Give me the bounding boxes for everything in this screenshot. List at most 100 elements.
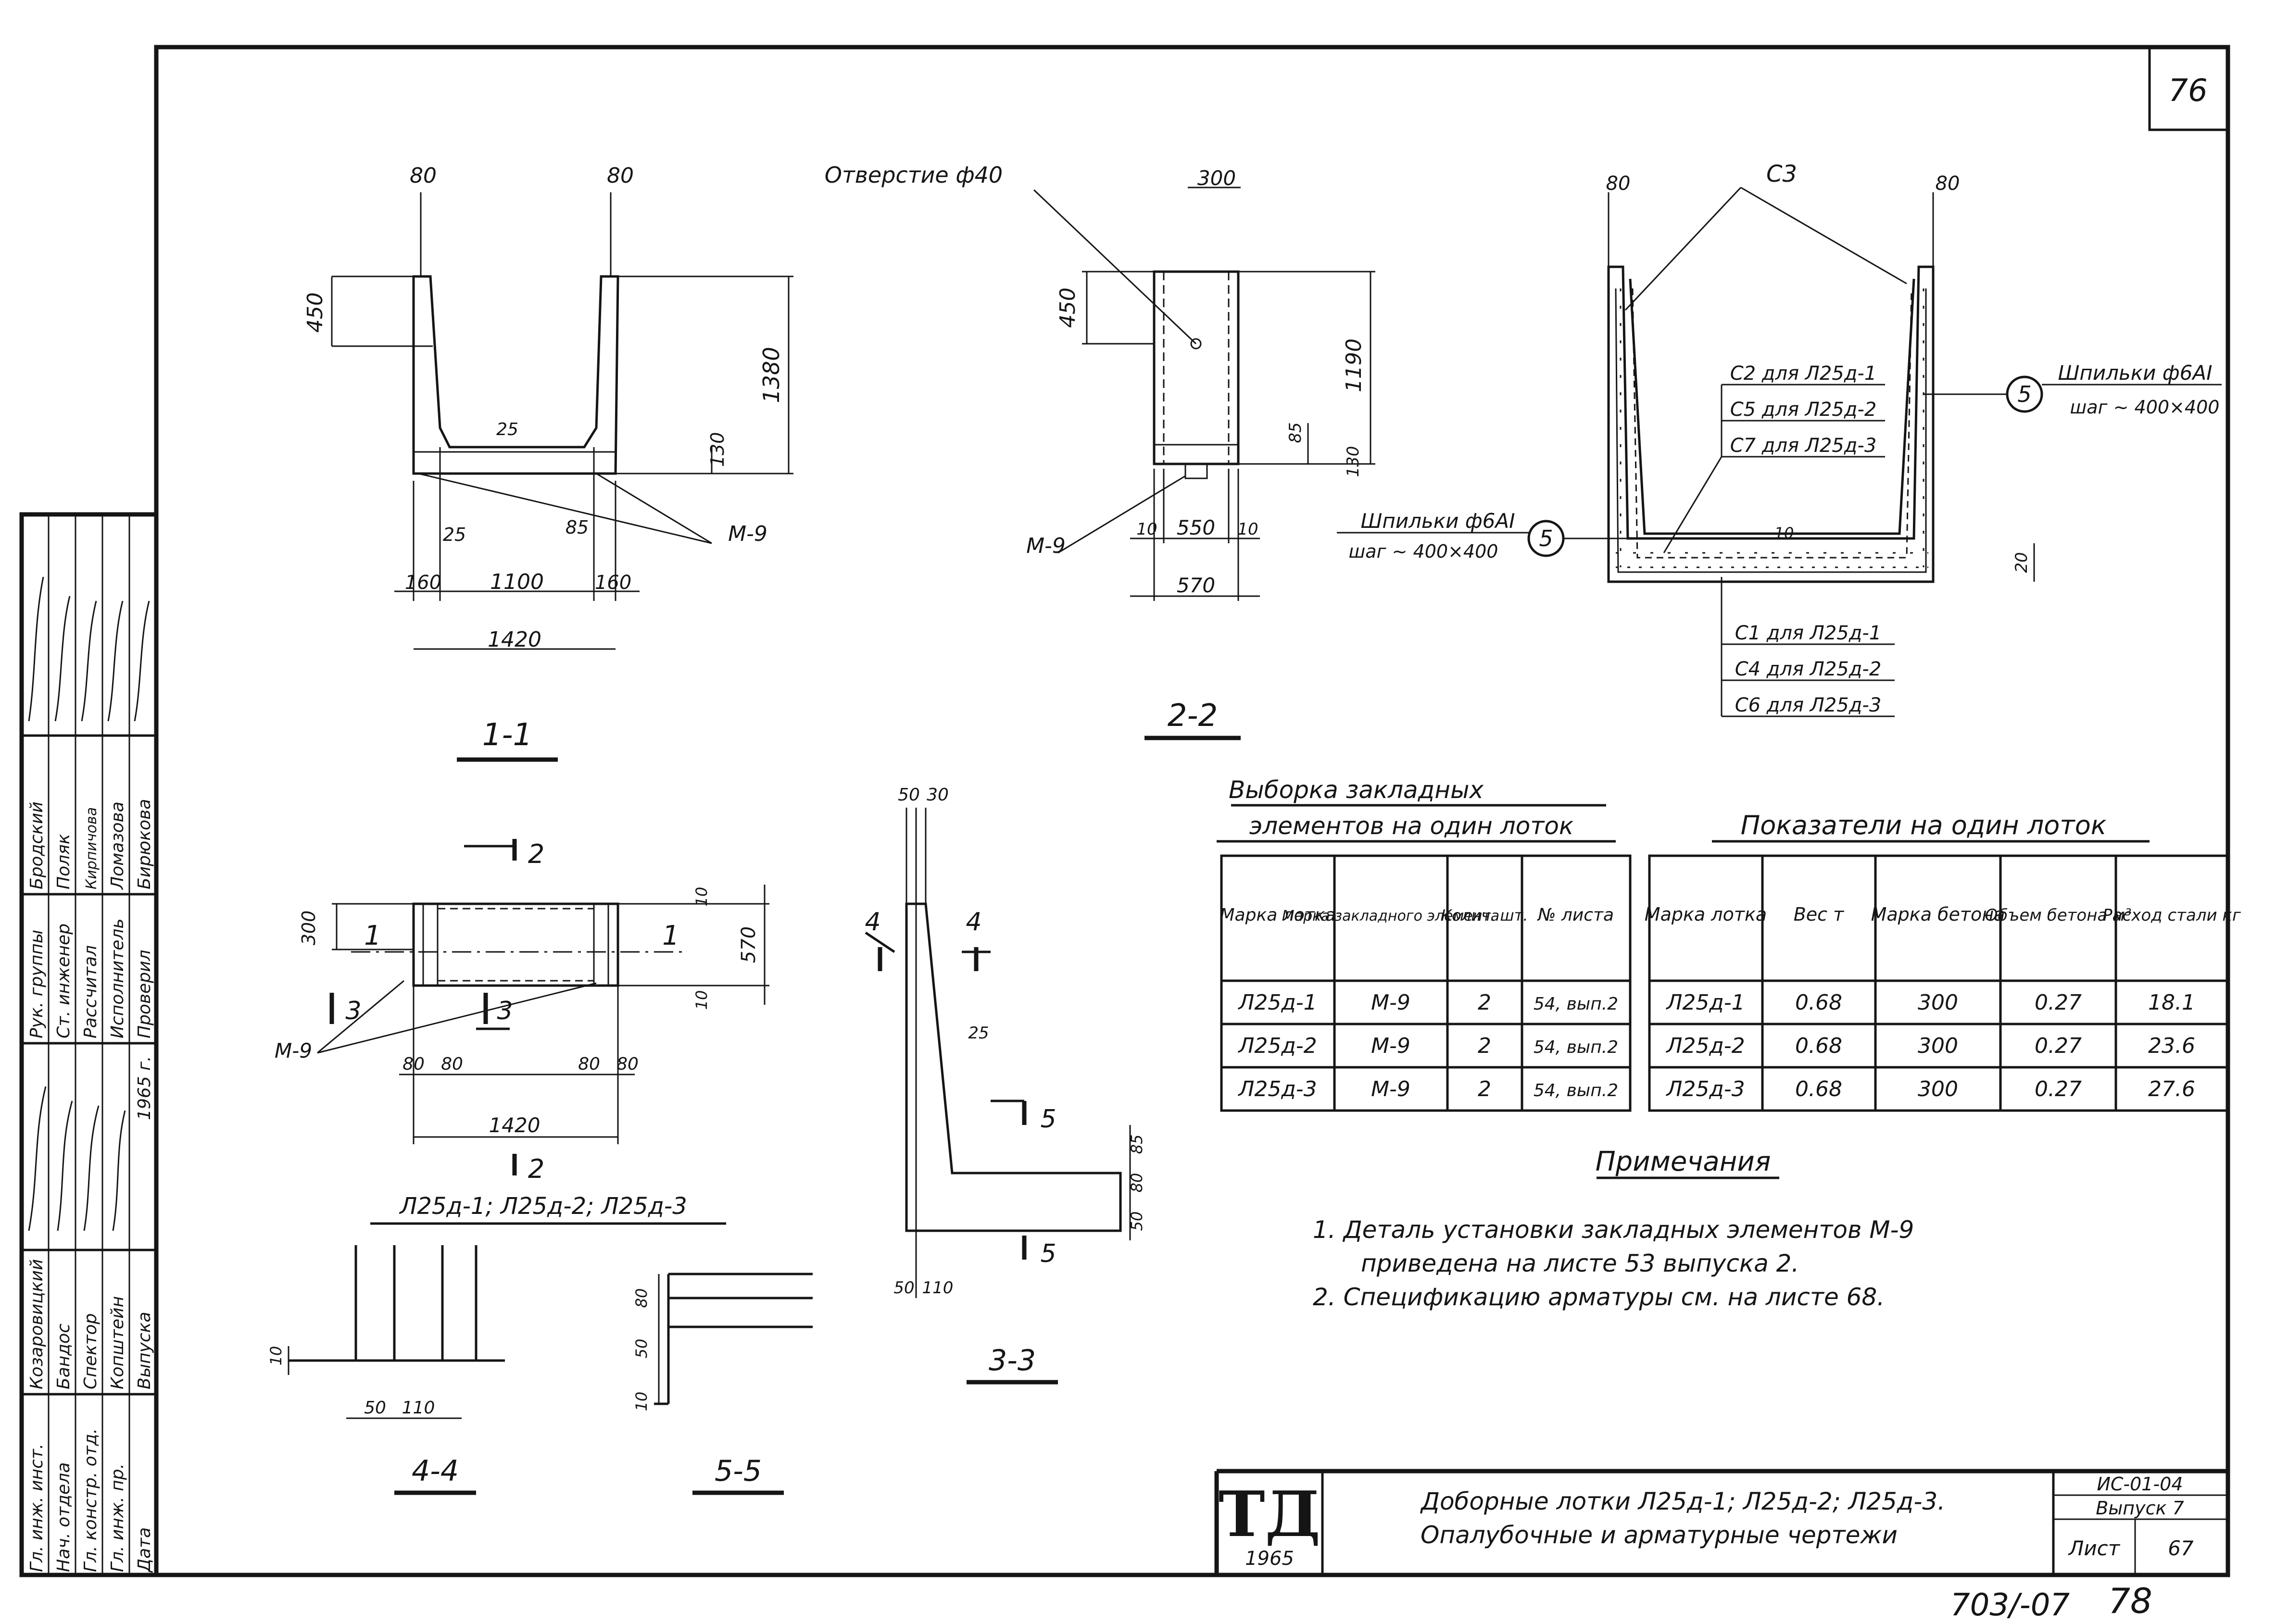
dim-label: 25 bbox=[443, 524, 466, 545]
stamp-name: Ломазова bbox=[108, 801, 127, 890]
dim-label: 80 bbox=[578, 1054, 600, 1074]
stamp-role: Исполнитель bbox=[108, 918, 127, 1038]
dim-label: 1190 bbox=[1342, 338, 1366, 392]
dim-label: 570 bbox=[738, 926, 760, 963]
rebar-section-outline bbox=[1607, 265, 1935, 583]
rebar-label: С4 для Л25д-2 bbox=[1735, 658, 1882, 680]
stud-position: 5 bbox=[1539, 525, 1553, 551]
sheet-label: Лист bbox=[2068, 1537, 2121, 1560]
table-cell: 0.68 bbox=[1795, 1077, 1842, 1101]
table-cell: 0.27 bbox=[2035, 1077, 2082, 1101]
notes: Примечания 1. Деталь установки закладных… bbox=[1313, 1146, 1914, 1311]
table-frame bbox=[1220, 854, 1632, 1112]
stamp-role: Рук. группы bbox=[27, 930, 47, 1038]
rebar-label: С1 для Л25д-1 bbox=[1735, 622, 1882, 644]
cut-label-1: 1 bbox=[364, 920, 381, 951]
dim-label: 50 bbox=[364, 1398, 386, 1418]
note-line: приведена на листе 53 выпуска 2. bbox=[1361, 1249, 1799, 1277]
stamp-signature bbox=[28, 1086, 126, 1231]
dim-label: 300 bbox=[1197, 166, 1236, 190]
table-cell: Л25д-1 bbox=[1237, 990, 1317, 1015]
rebar-label: С6 для Л25д-3 bbox=[1735, 694, 1882, 716]
table-header: Марка лотка bbox=[1220, 905, 1335, 925]
table-cell: М-9 bbox=[1371, 1034, 1410, 1058]
dim-label: 80 bbox=[441, 1054, 463, 1074]
stamp-role: Ст. инженер bbox=[54, 924, 74, 1038]
bottom-number: 78 bbox=[2108, 1581, 2152, 1621]
dim-label: 10 bbox=[1136, 520, 1157, 539]
callout-m9: М-9 bbox=[275, 1039, 312, 1062]
stamp-role: Нач. отдела bbox=[54, 1462, 74, 1572]
dim-label: 30 bbox=[927, 785, 949, 805]
stamp-name: Кирпичова bbox=[83, 807, 100, 889]
stamp-role: Гл. инж. пр. bbox=[108, 1463, 127, 1572]
side-stamp: Гл. инж. инст. Нач. отдела Гл. констр. о… bbox=[19, 512, 159, 1577]
stud-step-left: шаг ~ 400×400 bbox=[1349, 541, 1498, 562]
dim-label: 25 bbox=[496, 420, 518, 439]
logo-year: 1965 bbox=[1245, 1548, 1294, 1570]
stamp-name: Бродский bbox=[27, 801, 47, 889]
dim-label: 1420 bbox=[488, 627, 541, 652]
dim-label: 50 bbox=[632, 1339, 651, 1359]
callout-m9: М-9 bbox=[1026, 534, 1066, 558]
dim-label: 1380 bbox=[758, 347, 784, 403]
section-3-3-outline bbox=[905, 902, 1122, 1232]
drawing-title: Доборные лотки Л25д-1; Л25д-2; Л25д-3. bbox=[1420, 1487, 1945, 1515]
table-header: Марка лотка bbox=[1645, 904, 1767, 925]
table-cell: 2 bbox=[1478, 990, 1491, 1015]
dim-label: 80 bbox=[402, 1054, 425, 1074]
table-cell: 23.6 bbox=[2148, 1034, 2195, 1058]
dim-label: 25 bbox=[968, 1024, 989, 1043]
dim-label: 50 bbox=[898, 785, 920, 805]
hole-callout: Отверстие ф40 bbox=[825, 162, 1003, 188]
leader-line bbox=[1663, 456, 1723, 553]
stamp-name: Поляк bbox=[54, 834, 74, 889]
section-label: 5-5 bbox=[715, 1454, 762, 1488]
section-4-4-lines bbox=[289, 1245, 505, 1362]
dim-label: 160 bbox=[405, 572, 441, 594]
page-number: 76 bbox=[2168, 73, 2207, 109]
section-label: 3-3 bbox=[989, 1344, 1036, 1377]
table-cell: 0.68 bbox=[1795, 990, 1842, 1015]
table-header: Объем бетона м³ bbox=[1985, 906, 2132, 925]
stamp-role: Рассчитал bbox=[81, 945, 101, 1038]
leader-line bbox=[1624, 187, 1742, 311]
dim-label: 80 bbox=[1606, 173, 1631, 195]
sheet-number: 67 bbox=[2168, 1537, 2194, 1560]
page-number-box bbox=[2148, 47, 2228, 131]
stamp-name: Бирюкова bbox=[135, 799, 154, 889]
table-cell: М-9 bbox=[1371, 990, 1410, 1015]
table-title: Выборка закладных bbox=[1229, 776, 1484, 804]
dim-label: 130 bbox=[707, 432, 728, 467]
dim-label: 10 bbox=[692, 990, 711, 1010]
dim-label: 80 bbox=[607, 163, 634, 188]
stamp-name: Спектор bbox=[81, 1313, 101, 1389]
dim-label: 1100 bbox=[490, 570, 544, 594]
leader-line bbox=[317, 982, 597, 1054]
bottom-series: 703/-07 bbox=[1950, 1587, 2070, 1623]
dim-label: 10 bbox=[267, 1346, 285, 1366]
section-label: 4-4 bbox=[412, 1454, 459, 1488]
cut-label-2: 2 bbox=[528, 1154, 544, 1184]
dim-label: 130 bbox=[1344, 446, 1363, 477]
dim-label: 450 bbox=[1056, 287, 1080, 328]
table-frame bbox=[1648, 854, 2229, 1112]
table-cell: 300 bbox=[1918, 1077, 1958, 1101]
cut-label-2: 2 bbox=[528, 839, 544, 869]
table-title: элементов на один лоток bbox=[1249, 812, 1573, 840]
leader-line bbox=[1057, 475, 1186, 554]
stud-position: 5 bbox=[2017, 381, 2031, 407]
section-3-3: 50 30 25 50 110 85 80 50 4 4 5 5 3-3 bbox=[865, 785, 1146, 1385]
stamp-name: Бандос bbox=[54, 1324, 74, 1389]
embedded-plate bbox=[1184, 463, 1208, 479]
cut-line-4 bbox=[865, 931, 895, 953]
table-cell: 300 bbox=[1918, 990, 1958, 1015]
drawing-subtitle: Опалубочные и арматурные чертежи bbox=[1421, 1521, 1898, 1549]
stamp-name: Козаровицкий bbox=[27, 1259, 47, 1389]
section-1-1: 80 80 450 1380 130 25 25 85 160 1100 160… bbox=[303, 163, 793, 762]
cut-label-5: 5 bbox=[1040, 1239, 1056, 1268]
stamp-role: Гл. инж. инст. bbox=[27, 1444, 47, 1572]
dim-label: 110 bbox=[402, 1398, 435, 1418]
dim-label: 160 bbox=[595, 572, 631, 594]
table-cell: 54, вып.2 bbox=[1534, 994, 1618, 1014]
